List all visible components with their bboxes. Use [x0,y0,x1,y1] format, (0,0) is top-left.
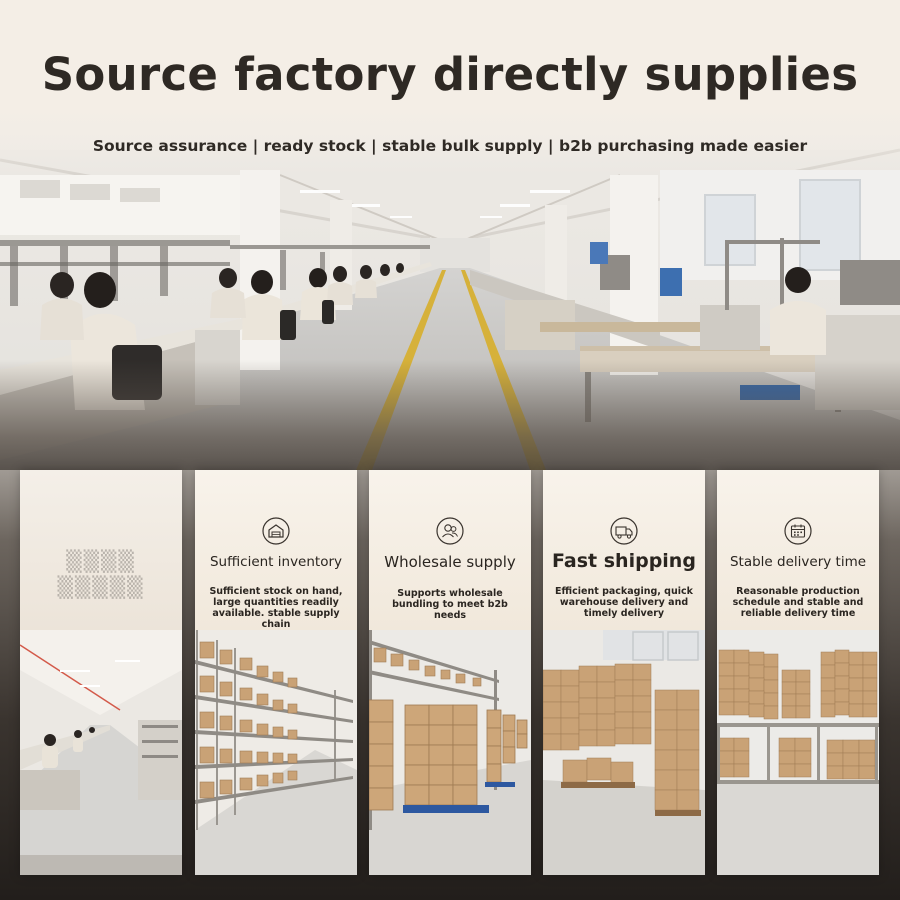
truck-icon [610,517,638,545]
feature-title: Sufficient inventory [209,554,343,570]
feature-column-inventory: Sufficient inventory Sufficient stock on… [195,470,357,875]
carton-illustration [543,630,705,875]
page-title: Source factory directly supplies [41,48,859,101]
faded-watermark: ▒▒▒▒▒▒▒▒▒ [57,549,145,599]
title-fade-overlay [0,0,900,175]
intro-card: ▒▒▒▒▒▒▒▒▒ [20,470,182,630]
feature-title: Wholesale supply [384,553,516,571]
pallet-illustration [369,630,531,875]
factory-floor-photo [0,0,900,470]
carton-warehouse-photo [543,630,705,875]
feature-title: Stable delivery time [729,554,867,570]
feature-column-delivery: Stable delivery time Reasonable producti… [717,470,879,875]
stacked-cartons-photo [717,630,879,875]
warehouse-icon [262,517,290,545]
feature-description: Supports wholesale bundling to meet b2b … [392,588,508,621]
feature-card-shipping: Fast shipping Efficient packaging, quick… [543,470,705,630]
people-icon [436,517,464,545]
factory-workshop-photo [20,630,182,875]
workshop-illustration [20,630,182,875]
page-subtitle: Source assurance | ready stock | stable … [92,137,808,155]
feature-card-wholesale: Wholesale supply Supports wholesale bund… [369,470,531,630]
stacked-cartons-illustration [717,630,879,875]
scene-bottom-fade [0,360,900,470]
feature-column-shipping: Fast shipping Efficient packaging, quick… [543,470,705,875]
warehouse-shelves-photo [195,630,357,875]
feature-column-wholesale: Wholesale supply Supports wholesale bund… [369,470,531,875]
feature-description: Sufficient stock on hand, large quantiti… [209,586,343,630]
calendar-icon [784,517,812,545]
shelves-illustration [195,630,357,875]
feature-description: Reasonable production schedule and stabl… [732,586,864,619]
feature-description: Efficient packaging, quick warehouse del… [555,586,693,619]
feature-card-delivery: Stable delivery time Reasonable producti… [717,470,879,630]
feature-card-inventory: Sufficient inventory Sufficient stock on… [195,470,357,630]
feature-title: Fast shipping [552,550,696,572]
pallet-stock-photo [369,630,531,875]
intro-column: ▒▒▒▒▒▒▒▒▒ [20,470,182,875]
